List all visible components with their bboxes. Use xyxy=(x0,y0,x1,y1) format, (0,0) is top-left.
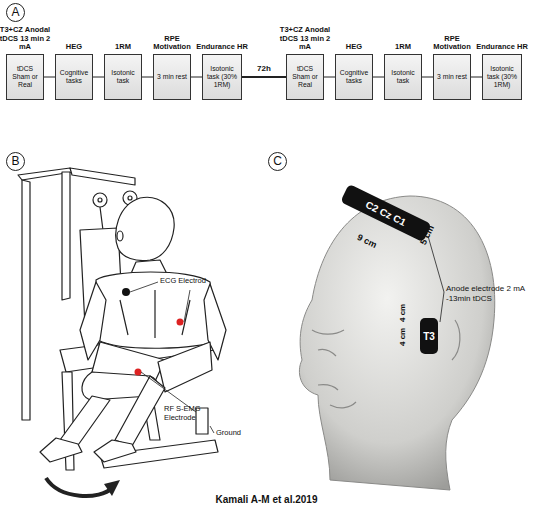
process-box: 1RMIsotonic task xyxy=(104,54,142,100)
step-heading: RPE Motivation xyxy=(145,35,199,52)
step-heading: RPE Motivation xyxy=(425,35,479,52)
electrode: T3 xyxy=(420,318,438,354)
seated-man xyxy=(40,197,226,462)
callout-label: RF S-EMG Electrode xyxy=(164,404,204,422)
process-box: HEGCognitive tasks xyxy=(335,54,373,100)
callout-label: Anode electrode 2 mA -13min tDCS xyxy=(446,284,530,303)
callout-label: 4 cm xyxy=(398,304,408,322)
step-text: 3 min rest xyxy=(437,73,467,81)
panel-letter: C xyxy=(268,152,287,171)
emg-electrode-dot xyxy=(135,369,142,376)
ecg-electrode-dot xyxy=(177,319,184,326)
panel-letter: B xyxy=(6,152,25,171)
connector xyxy=(191,77,202,78)
connector xyxy=(422,77,433,78)
step-text: Cognitive tasks xyxy=(58,69,90,85)
step-heading: 1RM xyxy=(96,43,150,52)
process-box: RPE Motivation3 min rest xyxy=(153,54,191,100)
connector xyxy=(142,77,153,78)
callout-label: Ground xyxy=(216,428,241,437)
step-heading: Endurance HR xyxy=(474,43,530,52)
step-heading: 1RM xyxy=(376,43,430,52)
process-box: Endurance HRIsotonic task (30% 1RM) xyxy=(202,54,242,100)
connector xyxy=(93,77,104,78)
edge-label: 72h xyxy=(256,65,272,73)
callout-label: 4 cm xyxy=(398,328,408,346)
leader-line xyxy=(428,236,444,322)
step-text: Isotonic task (30% 1RM) xyxy=(485,65,519,88)
step-text: Isotonic task xyxy=(387,69,419,85)
motion-arrowhead xyxy=(104,480,120,496)
process-box: T3+CZ Anodal tDCS 13 min 2 mAtDCS Sham o… xyxy=(286,54,324,100)
connector xyxy=(471,77,482,78)
step-text: Isotonic task xyxy=(107,69,139,85)
connector xyxy=(373,77,384,78)
step-heading: Endurance HR xyxy=(194,43,250,52)
step-heading: T3+CZ Anodal tDCS 13 min 2 mA xyxy=(0,26,52,52)
process-box: RPE Motivation3 min rest xyxy=(433,54,471,100)
ecg-electrode-dot xyxy=(122,288,130,296)
connector xyxy=(44,77,55,78)
panel-letter: A xyxy=(6,3,25,22)
step-heading: HEG xyxy=(47,43,101,52)
process-box: 1RMIsotonic task xyxy=(384,54,422,100)
connector xyxy=(324,77,335,78)
step-text: tDCS Sham or Real xyxy=(289,65,321,88)
step-text: Isotonic task (30% 1RM) xyxy=(205,65,239,88)
caption: Kamali A-M et al.2019 xyxy=(0,494,533,505)
connector xyxy=(242,76,286,78)
callout-label: ECG Electrod xyxy=(160,276,206,285)
step-text: Cognitive tasks xyxy=(338,69,370,85)
process-box: T3+CZ Anodal tDCS 13 min 2 mAtDCS Sham o… xyxy=(6,54,44,100)
head-figure xyxy=(299,196,494,490)
step-text: 3 min rest xyxy=(157,73,187,81)
leg-extension-machine xyxy=(18,168,218,470)
motion-arrow xyxy=(46,478,112,496)
process-box: HEGCognitive tasks xyxy=(55,54,93,100)
process-box: Endurance HRIsotonic task (30% 1RM) xyxy=(482,54,522,100)
step-text: tDCS Sham or Real xyxy=(9,65,41,88)
leader-line xyxy=(130,282,214,433)
electrode-label: T3 xyxy=(423,331,435,342)
step-heading: T3+CZ Anodal tDCS 13 min 2 mA xyxy=(278,26,332,52)
step-heading: HEG xyxy=(327,43,381,52)
